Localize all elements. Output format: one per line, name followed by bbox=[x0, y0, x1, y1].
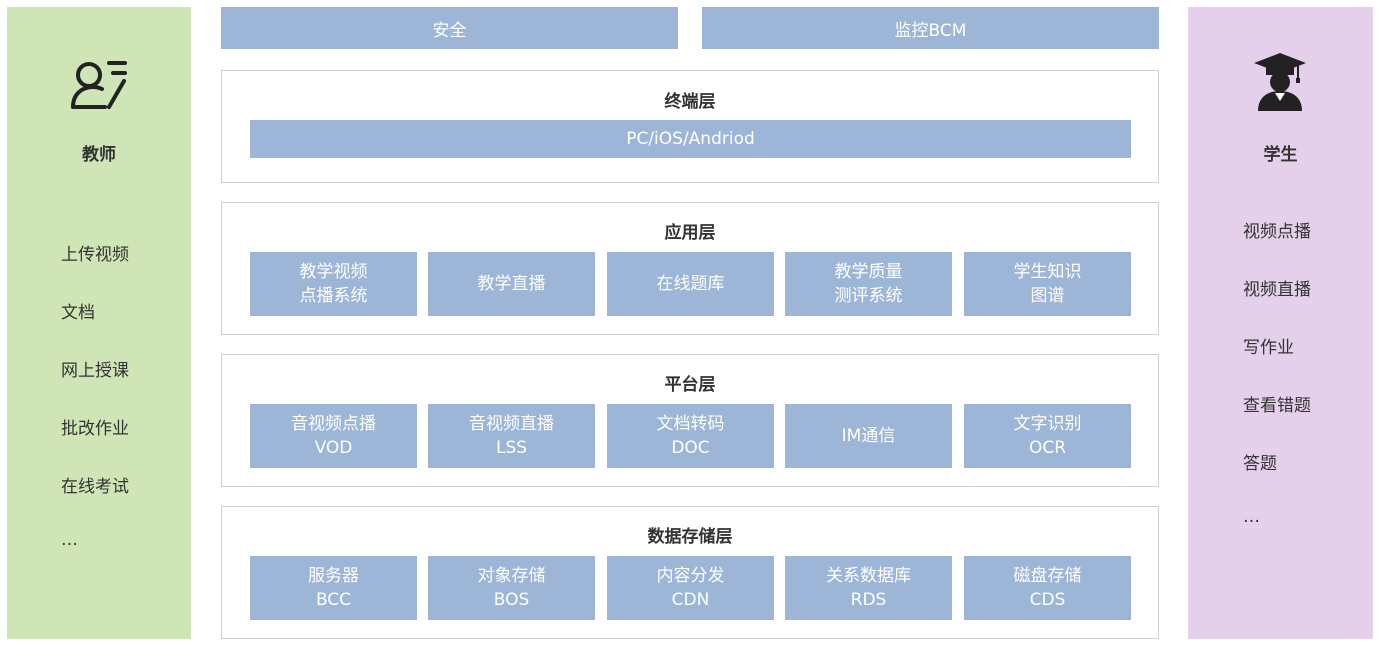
box-line-2: BCC bbox=[315, 590, 352, 610]
monitoring-bcm-bar: 监控BCM bbox=[702, 7, 1159, 49]
application-layer: 应用层 教学视频 点播系统 教学直播 在线题库 教学质量 测评系统 学生知识 图… bbox=[221, 202, 1159, 335]
student-item-live: 视频直播 bbox=[1243, 280, 1311, 300]
app-box-teaching-live: 教学直播 bbox=[428, 252, 595, 316]
box-line-2: RDS bbox=[850, 590, 887, 610]
platform-box-im: IM通信 bbox=[785, 404, 952, 468]
terminal-layer: 终端层 PC/iOS/Andriod bbox=[221, 70, 1159, 183]
box-line-1: 内容分发 bbox=[656, 566, 725, 586]
box-line-1: 教学质量 bbox=[834, 262, 903, 282]
box-line-1: 文字识别 bbox=[1013, 414, 1082, 434]
box-line-2: 测评系统 bbox=[834, 286, 903, 306]
box-line-1: 音视频点播 bbox=[291, 414, 376, 434]
app-box-knowledge-graph: 学生知识 图谱 bbox=[964, 252, 1131, 316]
box-line-1: 关系数据库 bbox=[826, 566, 911, 586]
platform-box-vod: 音视频点播 VOD bbox=[250, 404, 417, 468]
box-line-1: 服务器 bbox=[308, 566, 359, 586]
teacher-role-label: 教师 bbox=[82, 145, 116, 165]
terminal-layer-title: 终端层 bbox=[664, 92, 716, 112]
teacher-item-grading: 批改作业 bbox=[61, 419, 129, 439]
storage-box-cdn: 内容分发 CDN bbox=[607, 556, 774, 620]
box-line-1: IM通信 bbox=[841, 426, 896, 446]
security-bar: 安全 bbox=[221, 7, 678, 49]
platform-box-doc: 文档转码 DOC bbox=[607, 404, 774, 468]
box-line-2: OCR bbox=[1028, 438, 1067, 458]
box-line-2: BOS bbox=[493, 590, 530, 610]
storage-layer: 数据存储层 服务器 BCC 对象存储 BOS 内容分发 CDN 关系数据库 RD… bbox=[221, 506, 1159, 639]
box-line-1: 教学直播 bbox=[477, 274, 546, 294]
student-graduate-icon bbox=[1252, 49, 1308, 117]
box-line-2: CDN bbox=[671, 590, 710, 610]
teacher-icon bbox=[69, 57, 129, 117]
student-item-vod: 视频点播 bbox=[1243, 222, 1311, 242]
student-item-more: … bbox=[1243, 507, 1260, 527]
storage-layer-title: 数据存储层 bbox=[647, 527, 733, 547]
student-panel: 学生 视频点播 视频直播 写作业 查看错题 答题 … bbox=[1188, 7, 1373, 639]
teacher-item-online-exam: 在线考试 bbox=[61, 477, 129, 497]
box-line-1: 教学视频 bbox=[299, 262, 368, 282]
box-line-1: 磁盘存储 bbox=[1013, 566, 1082, 586]
platform-box-ocr: 文字识别 OCR bbox=[964, 404, 1131, 468]
teacher-panel: 教师 上传视频 文档 网上授课 批改作业 在线考试 … bbox=[7, 7, 191, 639]
storage-box-bos: 对象存储 BOS bbox=[428, 556, 595, 620]
application-layer-title: 应用层 bbox=[664, 223, 716, 243]
box-line-2: DOC bbox=[671, 438, 710, 458]
box-line-2: CDS bbox=[1029, 590, 1066, 610]
storage-box-bcc: 服务器 BCC bbox=[250, 556, 417, 620]
app-box-question-bank: 在线题库 bbox=[607, 252, 774, 316]
box-line-1: 文档转码 bbox=[656, 414, 725, 434]
teacher-item-upload-video: 上传视频 bbox=[61, 245, 129, 265]
student-item-answer: 答题 bbox=[1243, 454, 1277, 474]
app-box-quality-evaluation: 教学质量 测评系统 bbox=[785, 252, 952, 316]
teacher-item-online-teaching: 网上授课 bbox=[61, 361, 129, 381]
platform-layer: 平台层 音视频点播 VOD 音视频直播 LSS 文档转码 DOC IM通信 文字… bbox=[221, 354, 1159, 487]
student-item-review-mistakes: 查看错题 bbox=[1243, 396, 1311, 416]
box-line-2: VOD bbox=[314, 438, 353, 458]
teacher-item-more: … bbox=[61, 530, 78, 550]
platform-layer-title: 平台层 bbox=[664, 375, 716, 395]
box-line-1: 学生知识 bbox=[1013, 262, 1082, 282]
app-box-video-vod-system: 教学视频 点播系统 bbox=[250, 252, 417, 316]
box-line-1: 对象存储 bbox=[477, 566, 546, 586]
box-line-2: 图谱 bbox=[1030, 286, 1065, 306]
student-role-label: 学生 bbox=[1263, 145, 1298, 165]
teacher-item-documents: 文档 bbox=[61, 303, 95, 323]
box-line-2: LSS bbox=[495, 438, 528, 458]
box-line-2: 点播系统 bbox=[299, 286, 368, 306]
platform-box-lss: 音视频直播 LSS bbox=[428, 404, 595, 468]
student-item-homework: 写作业 bbox=[1243, 338, 1294, 358]
storage-box-rds: 关系数据库 RDS bbox=[785, 556, 952, 620]
storage-box-cds: 磁盘存储 CDS bbox=[964, 556, 1131, 620]
box-line-1: 音视频直播 bbox=[469, 414, 554, 434]
terminal-platforms-bar: PC/iOS/Andriod bbox=[250, 120, 1131, 158]
box-line-1: 在线题库 bbox=[656, 274, 725, 294]
